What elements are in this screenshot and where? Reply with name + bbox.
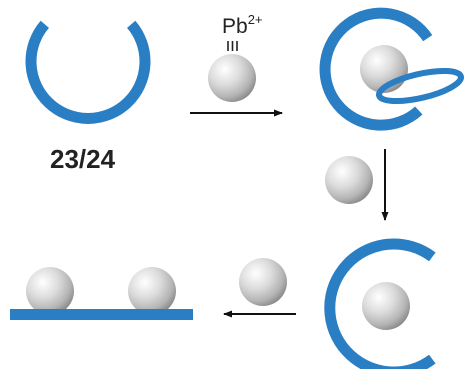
compound-label: 23/24 — [50, 144, 116, 174]
complex-1 — [319, 7, 465, 131]
linear-product — [10, 267, 193, 320]
complex-1-ring — [319, 7, 433, 131]
complex-1-loop — [375, 67, 465, 105]
complex-2 — [324, 238, 436, 369]
lead-ion-sphere-3 — [239, 258, 287, 306]
ion-label: Pb2+ — [222, 12, 263, 38]
lead-ion-sphere-2 — [325, 156, 373, 204]
complex-2-ring — [324, 238, 436, 369]
open-macrocycle — [25, 20, 151, 124]
lead-ion-sphere — [208, 54, 256, 102]
product-sphere-right — [128, 267, 176, 315]
ion-symbol: Pb — [222, 15, 248, 38]
ion-charge: 2+ — [248, 12, 263, 27]
complex-2-sphere — [362, 282, 410, 330]
product-sphere-left — [26, 267, 74, 315]
ion-marker-lines — [227, 41, 238, 51]
linear-strand — [10, 309, 193, 320]
